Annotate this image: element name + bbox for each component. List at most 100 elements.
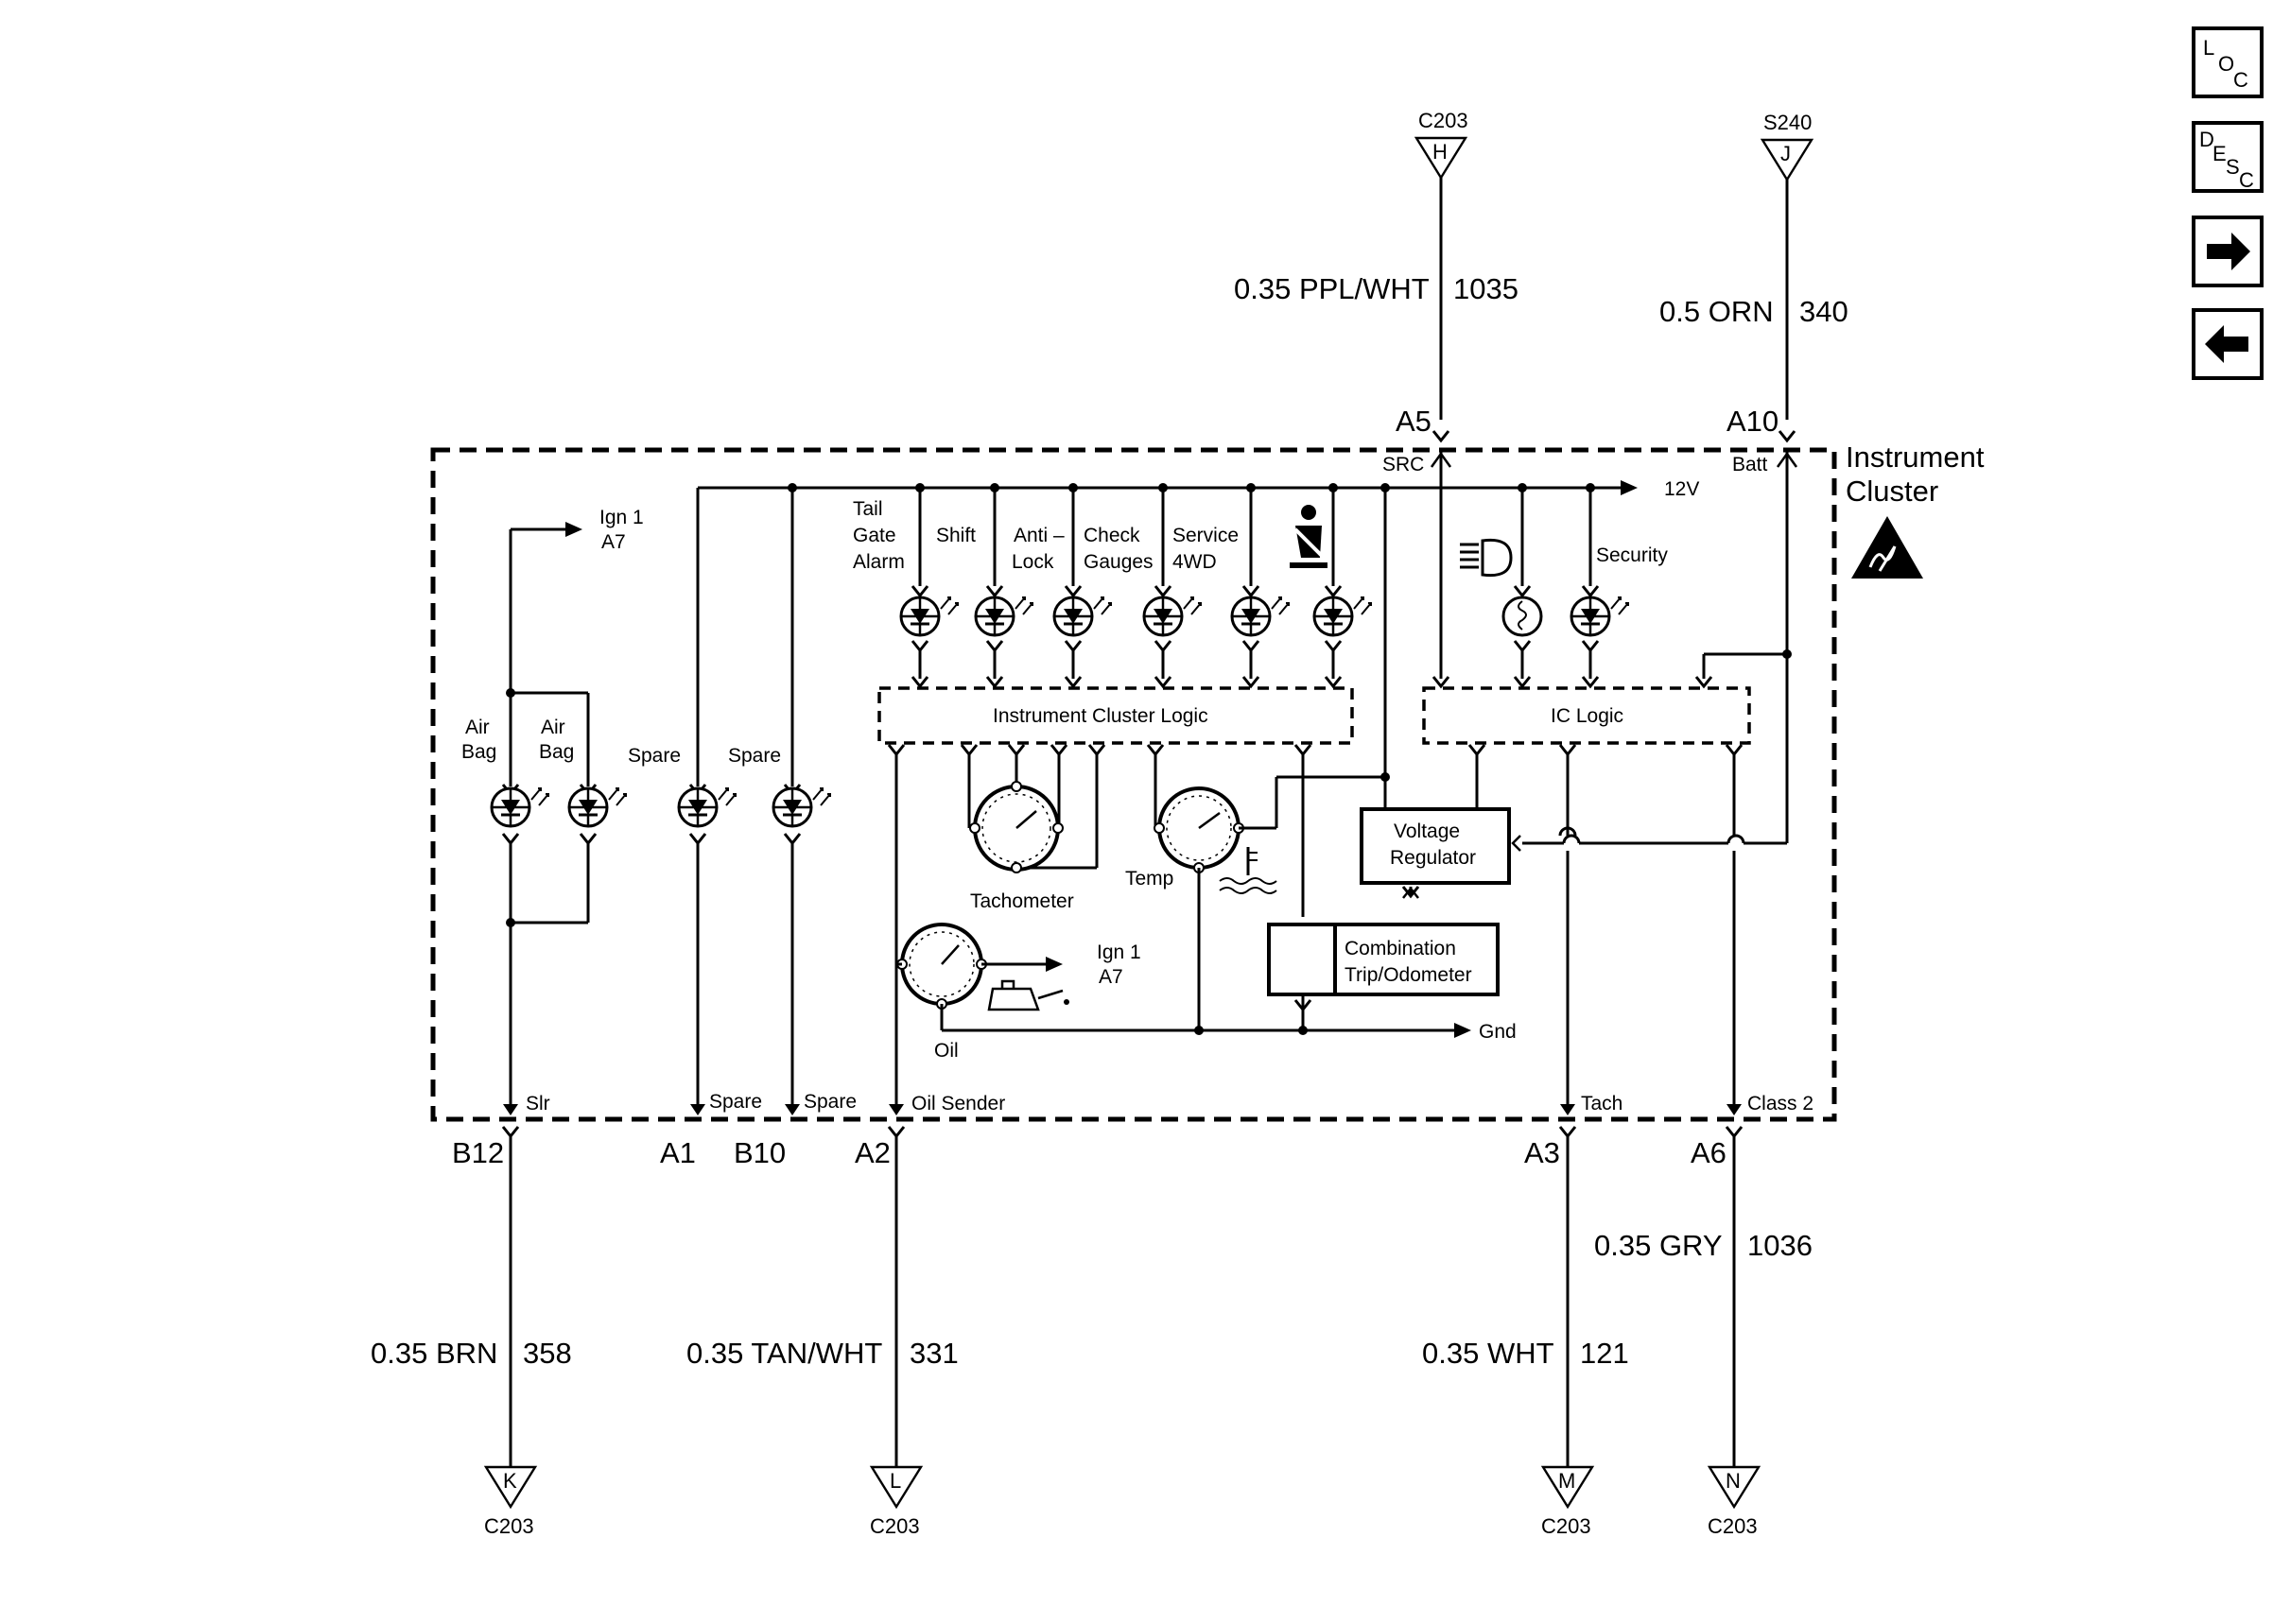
arrow-left-icon xyxy=(2205,325,2248,363)
connector-m-triangle xyxy=(1540,1465,1595,1510)
connector-l-triangle xyxy=(869,1465,924,1510)
connector-c203-n: C203 xyxy=(1708,1514,1758,1538)
desc-button-c: C xyxy=(2239,168,2254,192)
connector-s240: S240 xyxy=(1763,111,1812,134)
label-tachometer: Tachometer xyxy=(970,890,1074,912)
seatbelt-led xyxy=(1312,596,1373,637)
connector-h-letter: H xyxy=(1432,140,1448,164)
label-shift: Shift xyxy=(936,525,976,546)
wire-label-340: 0.5 ORN xyxy=(1659,295,1774,328)
wire-label-1035: 0.35 PPL/WHT xyxy=(1234,272,1430,305)
label-oil-sender: Oil Sender xyxy=(911,1093,1005,1114)
circuit-358: 358 xyxy=(523,1337,572,1370)
connector-j-triangle xyxy=(1760,138,1814,182)
seatbelt-icon xyxy=(1290,505,1327,568)
label-tach: Tach xyxy=(1581,1093,1622,1114)
label-ic-logic: IC Logic xyxy=(1551,705,1623,727)
connector-c203-k: C203 xyxy=(484,1514,534,1538)
label-icl: Instrument Cluster Logic xyxy=(993,705,1208,727)
connector-j-letter: J xyxy=(1780,142,1791,165)
spare-led-2 xyxy=(772,786,832,828)
instrument-cluster-boundary xyxy=(430,447,1837,1122)
label-security: Security xyxy=(1596,544,1668,566)
circuit-121: 121 xyxy=(1580,1337,1629,1370)
label-combo-2: Trip/Odometer xyxy=(1345,964,1472,986)
pin-b12: B12 xyxy=(452,1136,504,1169)
label-tailgate-2: Gate xyxy=(853,525,896,546)
label-class2: Class 2 xyxy=(1747,1093,1813,1114)
temp-gauge xyxy=(1154,786,1244,873)
label-src: SRC xyxy=(1382,454,1424,475)
label-spare1: Spare xyxy=(628,745,681,767)
oil-pressure-gauge xyxy=(896,923,987,1010)
combination-trip-odometer-box xyxy=(1267,923,1500,996)
airbag-led-2 xyxy=(567,786,628,828)
pin-a3: A3 xyxy=(1524,1136,1560,1169)
pin-a2: A2 xyxy=(855,1136,891,1169)
connector-n-triangle xyxy=(1707,1465,1761,1510)
label-slr: Slr xyxy=(526,1093,550,1114)
label-spare-b10: Spare xyxy=(804,1091,857,1113)
circuit-1036: 1036 xyxy=(1747,1229,1813,1262)
loc-button[interactable]: L O C xyxy=(2192,26,2264,98)
loc-button-l: L xyxy=(2203,36,2214,60)
oil-can-icon xyxy=(987,979,1069,1011)
desc-button-d: D xyxy=(2199,128,2214,151)
label-ign1-top: Ign 1 xyxy=(599,507,644,528)
back-button[interactable] xyxy=(2192,308,2264,380)
label-check-2: Gauges xyxy=(1084,551,1154,573)
label-airbag2-1: Air xyxy=(541,717,565,738)
connector-c203-l: C203 xyxy=(870,1514,920,1538)
label-ign1-oil: Ign 1 xyxy=(1097,942,1141,963)
tachometer-gauge xyxy=(969,781,1064,873)
wire-label-1036: 0.35 GRY xyxy=(1594,1229,1723,1262)
coolant-temp-icon xyxy=(1219,847,1277,894)
label-spare-a1: Spare xyxy=(709,1091,762,1113)
tailgate-led xyxy=(899,596,960,637)
label-spare2: Spare xyxy=(728,745,781,767)
connector-k-letter: K xyxy=(503,1469,517,1493)
wire-label-121: 0.35 WHT xyxy=(1422,1337,1554,1370)
label-tailgate-1: Tail xyxy=(853,498,883,520)
label-temp: Temp xyxy=(1125,868,1173,890)
spare-led-1 xyxy=(677,786,737,828)
airbag-led-1 xyxy=(490,786,550,828)
circuit-1035: 1035 xyxy=(1453,272,1518,305)
connector-c203-m: C203 xyxy=(1541,1514,1591,1538)
label-a7-oil: A7 xyxy=(1099,966,1123,988)
wire-label-358: 0.35 BRN xyxy=(371,1337,497,1370)
wire-label-331: 0.35 TAN/WHT xyxy=(686,1337,882,1370)
next-button[interactable] xyxy=(2192,216,2264,287)
label-antilock-2: Lock xyxy=(1012,551,1054,573)
arrow-right-icon xyxy=(2207,233,2250,270)
cluster-title-line1: Instrument xyxy=(1846,441,1985,474)
esd-warning-icon xyxy=(1851,516,1923,579)
desc-button[interactable]: D E S C xyxy=(2192,121,2264,193)
loc-button-c: C xyxy=(2233,68,2248,92)
label-check-1: Check xyxy=(1084,525,1140,546)
shift-led xyxy=(974,596,1034,637)
connector-c203-top: C203 xyxy=(1418,109,1468,132)
pin-a6: A6 xyxy=(1691,1136,1726,1169)
antilock-led xyxy=(1052,596,1113,637)
cluster-title-line2: Cluster xyxy=(1846,475,1938,508)
connector-m-letter: M xyxy=(1558,1469,1575,1493)
connector-h-triangle xyxy=(1414,136,1468,181)
label-airbag1-2: Bag xyxy=(461,741,496,763)
connector-k-triangle xyxy=(483,1465,538,1510)
voltage-regulator-box xyxy=(1360,807,1511,885)
circuit-340: 340 xyxy=(1799,295,1848,328)
check-gauges-led xyxy=(1142,596,1203,637)
label-a7-top: A7 xyxy=(601,531,626,553)
label-vreg-2: Regulator xyxy=(1390,847,1476,869)
desc-button-s: S xyxy=(2226,155,2240,179)
label-oil: Oil xyxy=(934,1040,959,1062)
connector-n-letter: N xyxy=(1726,1469,1741,1493)
label-combo-1: Combination xyxy=(1345,938,1456,959)
connector-l-letter: L xyxy=(890,1469,901,1493)
ic-logic-module xyxy=(1422,686,1751,745)
label-airbag1-1: Air xyxy=(465,717,490,738)
pin-a10: A10 xyxy=(1726,405,1778,438)
label-antilock-1: Anti – xyxy=(1014,525,1065,546)
